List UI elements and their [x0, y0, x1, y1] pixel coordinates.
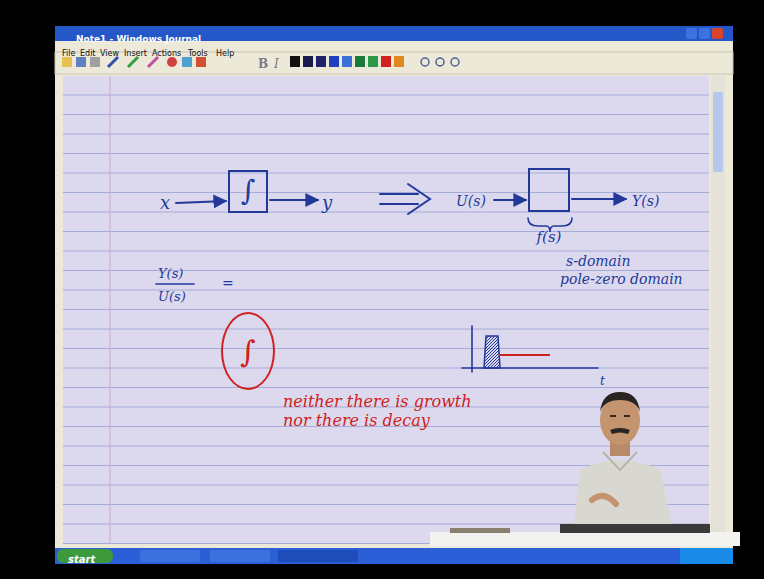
output-arrow: [572, 198, 626, 200]
label-anchor: pole-zero domain: [560, 270, 683, 288]
note-page: [63, 76, 709, 544]
italic-button: I: [274, 57, 279, 71]
signal-name: x: [160, 192, 170, 214]
signal-name: y: [322, 192, 332, 214]
window-title: Note1 - Windows Journal: [76, 34, 201, 45]
integral-sign: ∫: [241, 176, 256, 207]
ink-drawing: [156, 184, 626, 372]
fraction-bar: [156, 283, 194, 285]
menu-item: Help: [216, 49, 234, 59]
signal-name: U(s): [456, 193, 486, 210]
implies-arrow: [380, 184, 430, 214]
note: pole-zero domain: [560, 271, 683, 288]
window-frame: [55, 26, 733, 548]
taskbar: [55, 548, 733, 564]
label-anchor: Help: [216, 42, 234, 60]
menu-item: Tools: [188, 49, 208, 59]
label-anchor: Actions: [152, 42, 181, 60]
start-label: start: [68, 554, 95, 566]
max-button: [699, 28, 710, 39]
pulse: [484, 336, 500, 368]
task-button: [210, 550, 270, 562]
note: s-domain: [566, 253, 630, 270]
label-anchor: neither there is growth nor there is dec…: [283, 392, 473, 430]
ruled-line: [63, 134, 709, 135]
transfer-box-outline: [528, 168, 570, 212]
bold-button: B: [258, 57, 268, 71]
ruled-line: [63, 368, 709, 369]
menu-item: Edit: [80, 49, 96, 59]
integral-circle: ∫: [221, 312, 275, 390]
ruled-line: [63, 251, 709, 252]
ruled-line: [63, 173, 709, 174]
label-anchor: y: [322, 192, 332, 214]
margin-line: [110, 76, 111, 544]
menu-item: View: [100, 49, 119, 59]
label-anchor: Note1 - Windows Journal: [76, 28, 201, 46]
menu-item: File: [62, 49, 75, 59]
integrator-box: ∫: [228, 170, 268, 213]
label-anchor: start: [68, 549, 95, 567]
label-anchor: Insert: [124, 42, 147, 60]
tray: [680, 548, 733, 564]
label-anchor: =: [222, 274, 234, 292]
x-axis: [462, 367, 598, 369]
ruled-line: [63, 212, 709, 213]
menu-item: Insert: [124, 49, 147, 59]
min-button: [686, 28, 697, 39]
label-anchor: Y(s): [632, 192, 659, 210]
scroll-thumb: [713, 92, 723, 172]
ruled-line: [63, 192, 709, 193]
ruled-line: [63, 95, 709, 96]
label-anchor: File: [62, 42, 75, 60]
ruled-line: [63, 387, 709, 388]
fraction-numerator: Y(s): [158, 266, 183, 282]
input-arrow: [176, 201, 226, 203]
label-anchor: x: [160, 192, 170, 214]
ruled-line: [63, 114, 709, 115]
label-anchor: I: [274, 54, 279, 72]
ruled-line: [63, 309, 709, 310]
presenter: [430, 392, 740, 546]
label-anchor: Y(s): [158, 264, 183, 282]
note: neither there is growth nor there is dec…: [283, 392, 473, 430]
y-axis: [471, 326, 473, 372]
signal-name: Y(s): [632, 193, 659, 210]
fraction-denominator: U(s): [158, 289, 186, 305]
task-button: [140, 550, 200, 562]
transfer-block: f(s): [519, 168, 579, 250]
ruled-lines: [63, 95, 709, 544]
label-anchor: U(s): [158, 287, 186, 305]
label-anchor: View: [100, 42, 119, 60]
integral-sign: ∫: [240, 335, 256, 368]
label-anchor: B: [258, 54, 268, 72]
label-anchor: t: [600, 371, 605, 389]
ruled-line: [63, 153, 709, 154]
ruled-line: [63, 329, 709, 330]
label-anchor: Edit: [80, 42, 96, 60]
label-anchor: U(s): [456, 192, 486, 210]
function-label: f(s): [537, 229, 562, 246]
input-arrow: [494, 199, 526, 201]
menu-item: Actions: [152, 49, 181, 59]
ruled-line: [63, 348, 709, 349]
label-anchor: Tools: [188, 42, 208, 60]
task-button: [278, 550, 358, 562]
scrollbar: [711, 76, 725, 544]
constant-response: [499, 354, 550, 356]
output-arrow: [270, 199, 318, 201]
axis-label: t: [600, 374, 605, 388]
equals-sign: =: [222, 275, 234, 292]
close-button: [712, 28, 723, 39]
ruled-line: [63, 231, 709, 232]
label-anchor: s-domain: [566, 252, 630, 270]
